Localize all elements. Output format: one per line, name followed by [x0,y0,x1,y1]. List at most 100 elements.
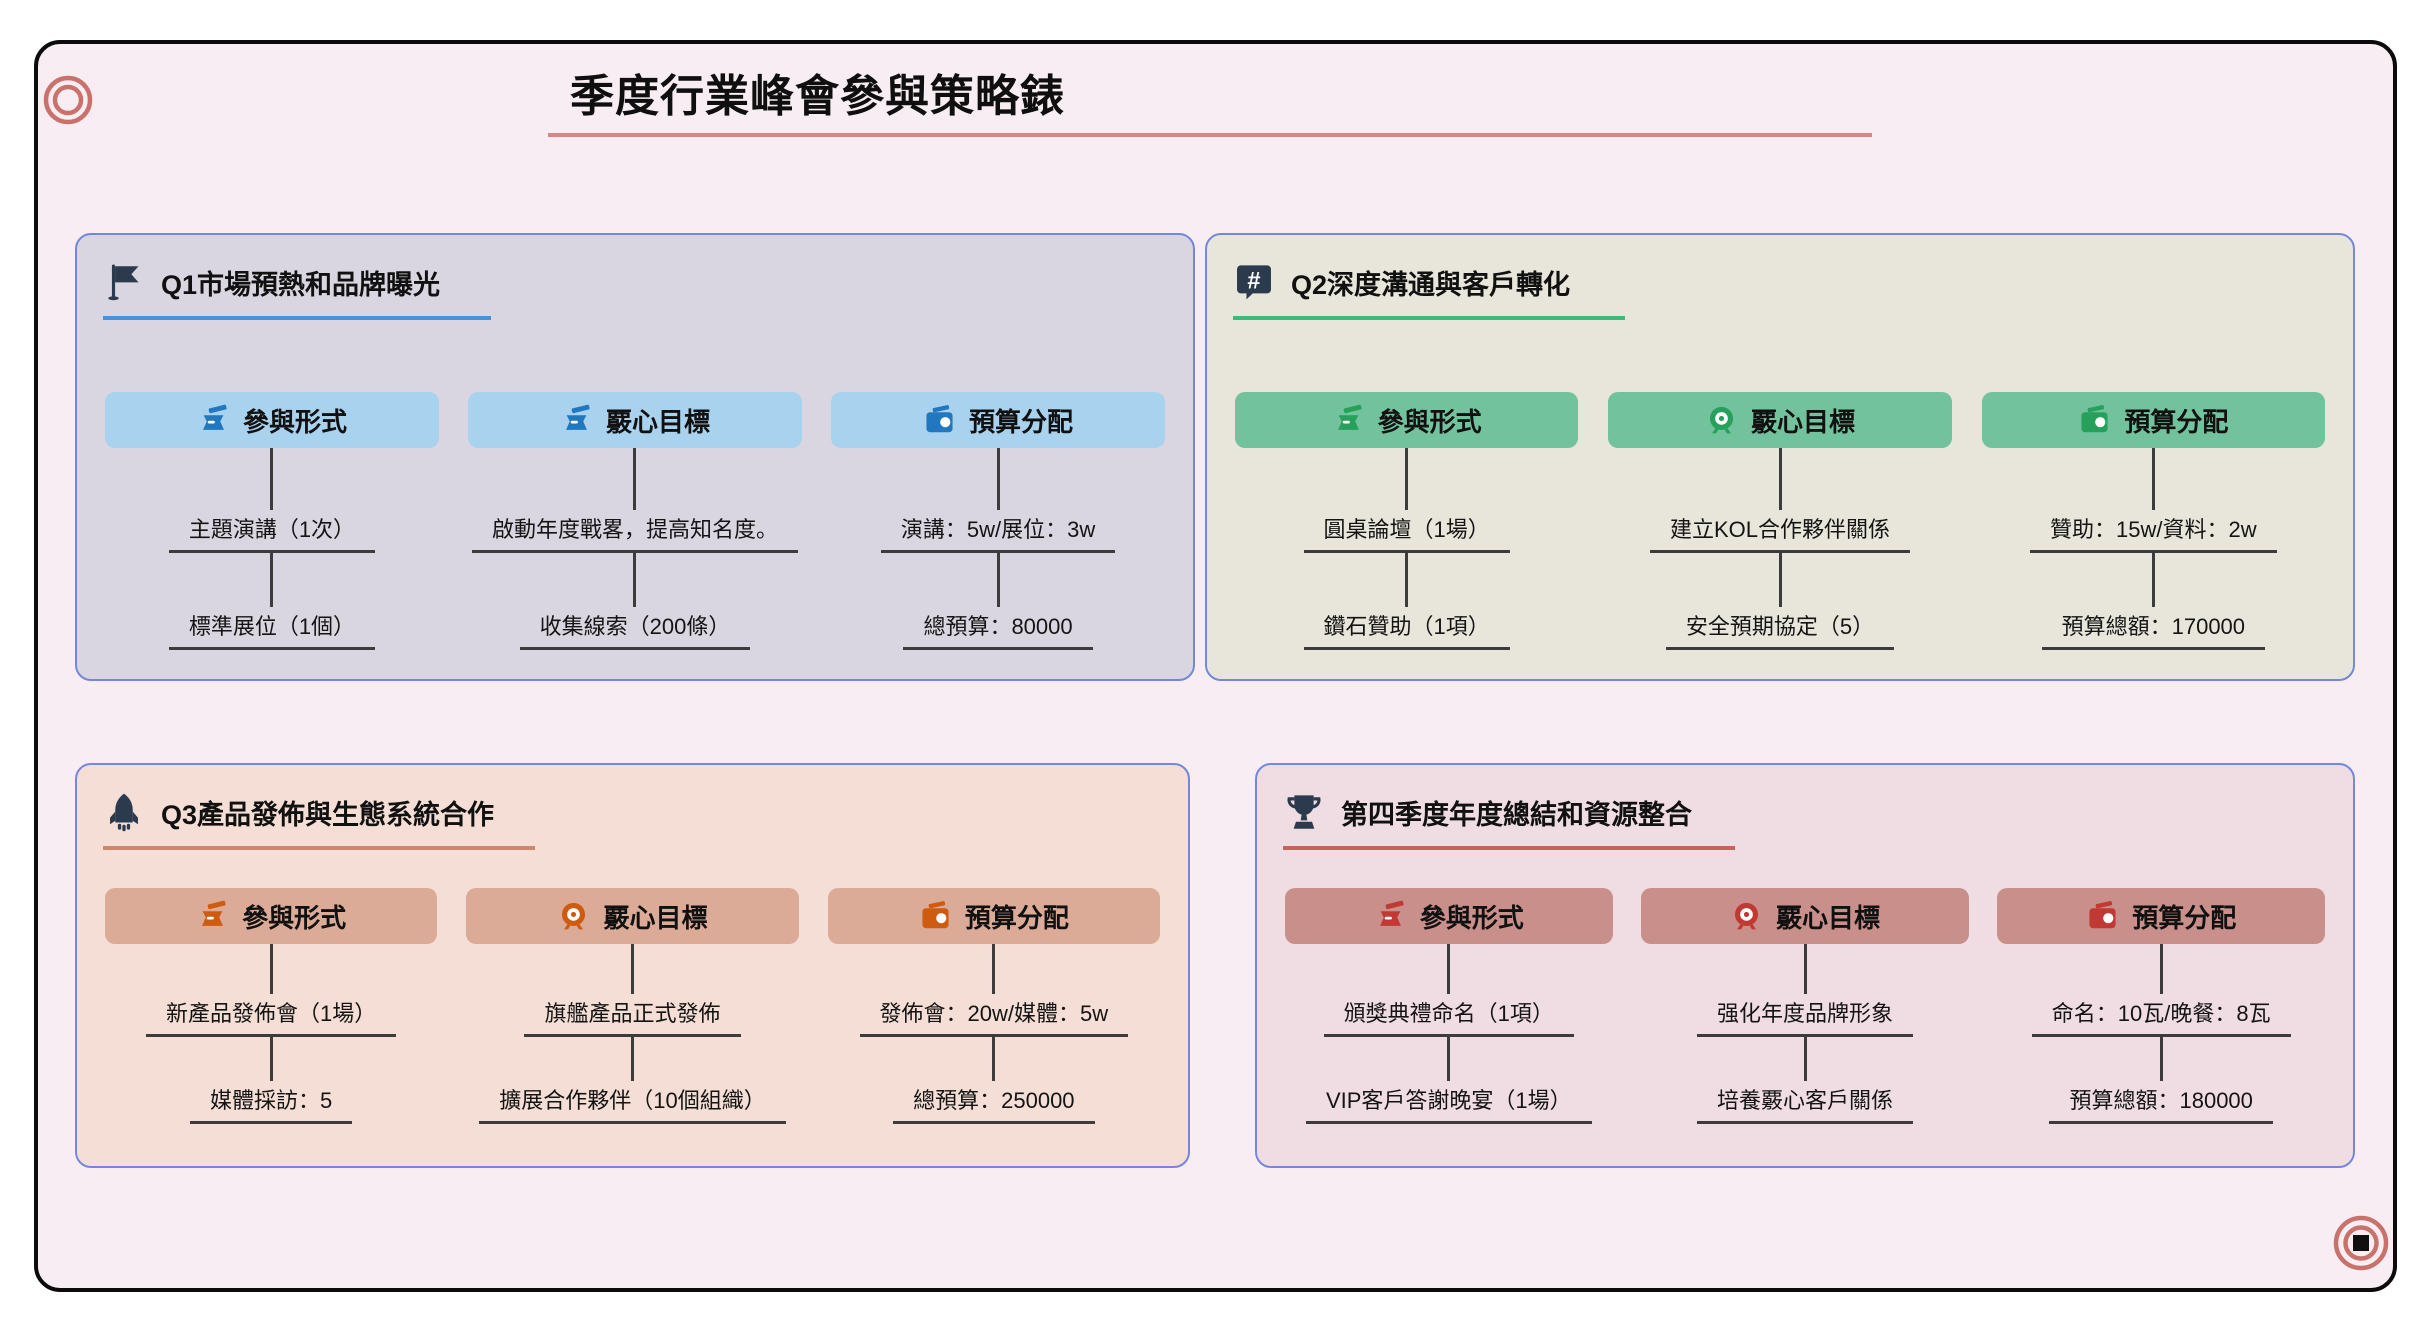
branch-participation: 參與形式 主題演講（1次） 標準展位（1個） [105,392,439,650]
branch-label: 覈心目標 [1775,902,1880,933]
podium-icon [196,900,229,933]
rocket-icon [103,791,145,833]
branch-label: 參與形式 [242,406,347,437]
target-icon [1730,900,1763,933]
branch-participation: 參與形式 圓桌論壇（1場） 鑽石贊助（1項） [1235,392,1579,650]
child-node: 旗艦產品正式發佈 [524,994,741,1037]
quadrant-q1: Q1市場預熱和品牌曝光 參與形式 主題演講（1次） 標準展位（1個） 覈心目標 … [75,233,1195,681]
branch-row: 參與形式 圓桌論壇（1場） 鑽石贊助（1項） 覈心目標 建立KOL合作夥伴關係 … [1233,392,2327,650]
branch-row: 參與形式 新產品發佈會（1場） 媒體採訪：5 覈心目標 旗艦產品正式發佈 擴展合… [103,888,1162,1124]
child-node: 發佈會：20w/媒體：5w [859,994,1129,1037]
branch-core-goal: 覈心目標 强化年度品牌形象 培養覈心客戶關係 [1641,888,1969,1124]
child-node: 新產品發佈會（1場） [146,994,397,1037]
connector-line [996,553,1000,607]
connector-line [996,448,1000,510]
connector-line [1405,553,1409,607]
branch-budget: 預算分配 命名：10瓦/晚餐：8瓦 預算總額：180000 [1997,888,2325,1124]
connector-line [1405,448,1409,510]
connector-line [2159,1037,2163,1081]
child-node: 標準展位（1個） [168,607,376,650]
branch-label: 覈心目標 [605,406,710,437]
quadrant-title: 第四季度年度總結和資源整合 [1341,799,1692,830]
child-node: 媒體採訪：5 [190,1081,353,1124]
branch-node: 覈心目標 [466,888,799,944]
branch-node: 參與形式 [105,392,439,448]
quadrant-header: Q1市場預熱和品牌曝光 [103,261,1167,303]
branch-node: 參與形式 [1285,888,1613,944]
branch-node: 覈心目標 [1641,888,1969,944]
connector-line [1803,944,1807,994]
branch-participation: 參與形式 頒獎典禮命名（1項） VIP客戶答謝晚宴（1場） [1285,888,1613,1124]
connector-line [270,553,274,607]
branch-budget: 預算分配 發佈會：20w/媒體：5w 總預算：250000 [827,888,1160,1124]
child-node: 强化年度品牌形象 [1696,994,1913,1037]
quadrant-accent-line [1233,316,1625,320]
child-node: 贊助：15w/資料：2w [2030,510,2277,553]
branch-label: 參與形式 [1419,902,1524,933]
wallet-icon [919,900,952,933]
branch-label: 預算分配 [969,406,1074,437]
branch-core-goal: 覈心目標 啟動年度戰畧，提高知名度。 收集線索（200條） [468,392,802,650]
branch-node: 預算分配 [827,888,1160,944]
connector-line [269,944,273,994]
target-icon [557,900,590,933]
concentric-rings-icon [43,75,93,125]
quadrant-header: 第四季度年度總結和資源整合 [1283,791,2327,833]
podium-icon [1374,900,1407,933]
child-node: VIP客戶答謝晚宴（1場） [1305,1081,1592,1124]
connector-line [1803,1037,1807,1081]
connector-line [631,1037,634,1081]
wallet-icon [2086,900,2119,933]
quadrant-header: Q3產品發佈與生態系統合作 [103,791,1162,833]
quadrant-accent-line [103,846,535,850]
branch-core-goal: 覈心目標 旗艦產品正式發佈 擴展合作夥伴（10個組織） [466,888,799,1124]
child-node: 演講：5w/展位：3w [880,510,1116,553]
branch-participation: 參與形式 新產品發佈會（1場） 媒體採訪：5 [105,888,438,1124]
child-node: 預算總額：180000 [2049,1081,2273,1124]
branch-node: 預算分配 [831,392,1165,448]
podium-icon [560,404,593,437]
child-node: 收集線索（200條） [519,607,751,650]
page-title: 季度行業峰會參與策略錶 [570,72,1065,121]
connector-line [1778,448,1782,510]
branch-label: 覈心目標 [1750,406,1855,437]
hashtag-bubble-icon [1233,261,1275,303]
connector-line [269,1037,273,1081]
branch-row: 參與形式 頒獎典禮命名（1項） VIP客戶答謝晚宴（1場） 覈心目標 强化年度品… [1283,888,2327,1124]
child-node: 安全預期協定（5） [1665,607,1895,650]
connector-line [633,553,637,607]
child-node: 啟動年度戰畧，提高知名度。 [471,510,798,553]
branch-node: 參與形式 [105,888,438,944]
wallet-icon [2078,404,2111,437]
child-node: 預算總額：170000 [2041,607,2266,650]
branch-label: 預算分配 [2132,902,2237,933]
child-node: 頒獎典禮命名（1項） [1323,994,1574,1037]
quadrant-header: Q2深度溝通與客戶轉化 [1233,261,2327,303]
child-node: 擴展合作夥伴（10個組織） [479,1081,786,1124]
child-node: 總預算：80000 [903,607,1093,650]
connector-line [992,1037,996,1081]
quadrant-accent-line [103,316,491,320]
connector-line [1447,944,1451,994]
quadrant-title: Q2深度溝通與客戶轉化 [1291,269,1571,300]
connector-line [633,448,637,510]
child-node: 命名：10瓦/晚餐：8瓦 [2031,994,2291,1037]
branch-core-goal: 覈心目標 建立KOL合作夥伴關係 安全預期協定（5） [1608,392,1952,650]
quadrant-q4: 第四季度年度總結和資源整合 參與形式 頒獎典禮命名（1項） VIP客戶答謝晚宴（… [1255,763,2355,1168]
branch-node: 覈心目標 [468,392,802,448]
child-node: 鑽石贊助（1項） [1303,607,1510,650]
concentric-rings-square-icon [2333,1215,2389,1271]
podium-icon [197,404,230,437]
branch-row: 參與形式 主題演講（1次） 標準展位（1個） 覈心目標 啟動年度戰畧，提高知名度… [103,392,1167,650]
branch-node: 覈心目標 [1608,392,1952,448]
branch-node: 參與形式 [1235,392,1579,448]
flag-icon [103,261,145,303]
trophy-icon [1283,791,1325,833]
child-node: 建立KOL合作夥伴關係 [1649,510,1911,553]
quadrant-title: Q3產品發佈與生態系統合作 [161,799,495,830]
branch-budget: 預算分配 演講：5w/展位：3w 總預算：80000 [831,392,1165,650]
child-node: 主題演講（1次） [168,510,376,553]
branch-node: 預算分配 [1997,888,2325,944]
connector-line [2151,448,2155,510]
title-underline [548,133,1872,137]
